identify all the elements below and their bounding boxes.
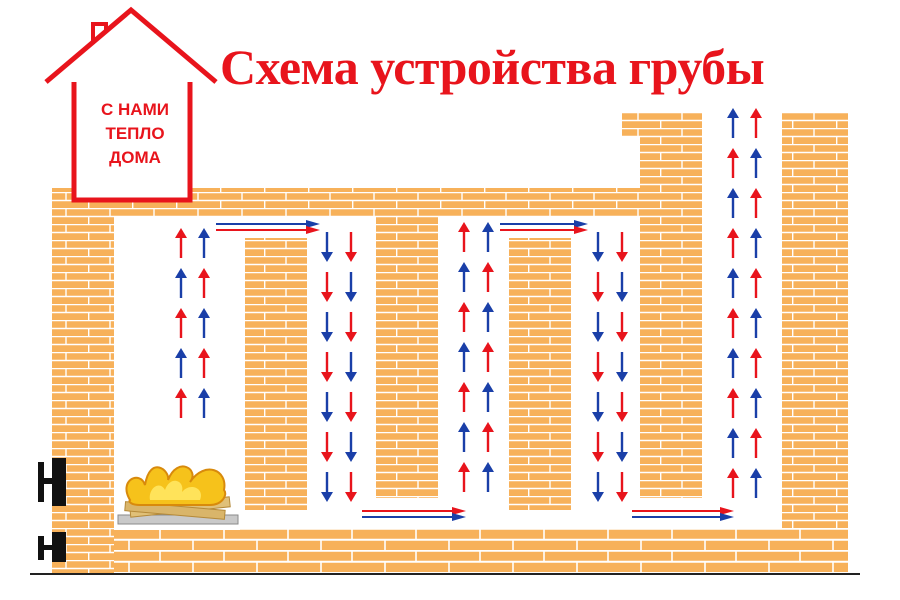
arrow-down-icon	[345, 232, 357, 262]
logo-line-1: С НАМИ	[101, 100, 169, 119]
arrow-up-icon	[175, 388, 187, 418]
arrow-up-icon	[198, 308, 210, 338]
arrow-down-icon	[592, 352, 604, 382]
arrow-up-icon	[727, 268, 739, 298]
arrow-down-icon	[345, 312, 357, 342]
arrow-down-icon	[321, 392, 333, 422]
arrow-down-icon	[345, 352, 357, 382]
arrow-up-icon	[750, 228, 762, 258]
arrow-up-icon	[482, 462, 494, 492]
arrow-up-icon	[750, 468, 762, 498]
arrow-up-icon	[198, 268, 210, 298]
arrow-up-icon	[482, 382, 494, 412]
arrow-right-icon	[632, 507, 734, 515]
fire-icon	[124, 465, 231, 520]
firebox-door-icon	[38, 458, 66, 506]
arrow-down-icon	[616, 352, 628, 382]
arrow-up-icon	[175, 228, 187, 258]
arrow-up-icon	[727, 348, 739, 378]
arrow-up-icon	[458, 342, 470, 372]
arrow-up-icon	[198, 228, 210, 258]
arrow-up-icon	[175, 268, 187, 298]
arrow-up-icon	[458, 462, 470, 492]
arrow-up-icon	[750, 388, 762, 418]
arrow-down-icon	[345, 432, 357, 462]
arrow-down-icon	[592, 472, 604, 502]
logo-slogan: С НАМИ ТЕПЛО ДОМА	[80, 98, 190, 170]
gas-flow-arrows	[175, 108, 762, 521]
arrow-up-icon	[727, 428, 739, 458]
brick-masonry	[52, 112, 848, 574]
arrow-up-icon	[458, 382, 470, 412]
arrow-up-icon	[750, 108, 762, 138]
arrow-up-icon	[175, 308, 187, 338]
arrow-down-icon	[321, 272, 333, 302]
arrow-up-icon	[482, 422, 494, 452]
arrow-right-icon	[362, 513, 466, 521]
arrow-down-icon	[321, 472, 333, 502]
arrow-up-icon	[750, 148, 762, 178]
arrow-up-icon	[750, 268, 762, 298]
arrow-down-icon	[345, 472, 357, 502]
arrow-up-icon	[750, 348, 762, 378]
arrow-down-icon	[616, 232, 628, 262]
arrow-up-icon	[727, 388, 739, 418]
arrow-up-icon	[198, 388, 210, 418]
arrow-right-icon	[362, 507, 466, 515]
arrow-up-icon	[482, 262, 494, 292]
logo-line-3: ДОМА	[109, 148, 161, 167]
arrow-down-icon	[616, 392, 628, 422]
arrow-up-icon	[750, 188, 762, 218]
arrow-up-icon	[750, 308, 762, 338]
arrow-right-icon	[216, 220, 320, 228]
page-title: Схема устройства грубы	[220, 39, 765, 95]
arrow-down-icon	[616, 432, 628, 462]
arrow-right-icon	[216, 226, 320, 234]
arrow-up-icon	[727, 308, 739, 338]
arrow-up-icon	[727, 468, 739, 498]
arrow-down-icon	[616, 272, 628, 302]
arrow-up-icon	[458, 302, 470, 332]
arrow-down-icon	[321, 232, 333, 262]
arrow-up-icon	[482, 342, 494, 372]
arrow-up-icon	[727, 108, 739, 138]
arrow-right-icon	[500, 226, 588, 234]
arrow-up-icon	[198, 348, 210, 378]
ash-door-icon	[38, 532, 66, 562]
arrow-down-icon	[592, 272, 604, 302]
arrow-right-icon	[500, 220, 588, 228]
arrow-down-icon	[321, 352, 333, 382]
arrow-down-icon	[592, 232, 604, 262]
arrow-up-icon	[458, 422, 470, 452]
arrow-up-icon	[175, 348, 187, 378]
arrow-up-icon	[750, 428, 762, 458]
arrow-down-icon	[592, 432, 604, 462]
arrow-down-icon	[345, 392, 357, 422]
arrow-down-icon	[345, 272, 357, 302]
arrow-up-icon	[482, 222, 494, 252]
house-logo-icon	[44, 6, 218, 203]
arrow-down-icon	[321, 432, 333, 462]
arrow-down-icon	[592, 312, 604, 342]
arrow-up-icon	[727, 148, 739, 178]
arrow-up-icon	[458, 222, 470, 252]
arrow-up-icon	[482, 302, 494, 332]
arrow-up-icon	[727, 228, 739, 258]
arrow-down-icon	[616, 312, 628, 342]
arrow-up-icon	[458, 262, 470, 292]
logo-line-2: ТЕПЛО	[105, 124, 165, 143]
arrow-down-icon	[321, 312, 333, 342]
arrow-down-icon	[592, 392, 604, 422]
arrow-right-icon	[632, 513, 734, 521]
arrow-up-icon	[727, 188, 739, 218]
arrow-down-icon	[616, 472, 628, 502]
